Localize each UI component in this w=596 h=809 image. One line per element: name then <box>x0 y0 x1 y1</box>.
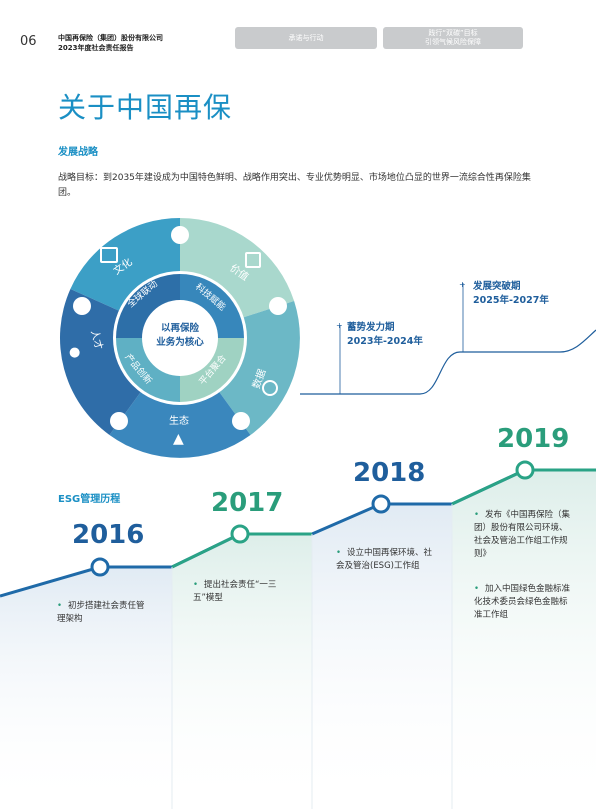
document-icon <box>245 252 261 268</box>
page-title: 关于中国再保 <box>58 91 233 124</box>
people-icon: ● <box>69 345 81 360</box>
tab2-line-1: 践行“双碳”目标 <box>428 29 478 37</box>
phase-1-name: 蓄势发力期 <box>347 322 395 333</box>
wheel-inner-ring <box>113 271 247 405</box>
milestone-2019-item-2: •加入中国绿色金融标准化技术委员会绿色金融标准工作组 <box>474 584 571 620</box>
wheel-center-line-1: 以再保险 <box>160 323 199 334</box>
org-line-1: 中国再保险（集团）股份有限公司 <box>58 34 163 42</box>
bullet-dot: • <box>336 548 342 558</box>
strategy-text: 战略目标：到2035年建设成为中国特色鲜明、战略作用突出、专业优势明显、市场地位… <box>58 173 531 198</box>
phase-2: 发展突破期 2025年-2027年 <box>473 280 549 308</box>
year-2018: 2018 <box>353 458 426 488</box>
svg-text:+: + <box>459 280 466 289</box>
milestone-2017-marker <box>230 524 250 544</box>
tab-dual-carbon[interactable]: 践行“双碳”目标 引领气候风险保障 <box>383 27 523 49</box>
bullet-dot: • <box>474 584 480 594</box>
year-2017: 2017 <box>211 488 284 518</box>
svg-text:+: + <box>336 321 343 330</box>
bullet-dot: • <box>474 510 480 520</box>
wheel-center-line-2: 业务为核心 <box>156 337 204 348</box>
tab-commitment-action[interactable]: 承诺与行动 <box>235 27 377 49</box>
esg-title: ESG管理历程 <box>58 494 121 505</box>
org-line-2: 2023年度社会责任报告 <box>58 44 134 52</box>
milestone-2019-item-1: •发布《中国再保险（集团）股份有限公司环境、社会及管治工作组工作规则》 <box>474 510 571 559</box>
page-number: 06 <box>20 34 37 49</box>
milestone-2019-marker <box>515 460 535 480</box>
esg-timeline <box>0 460 596 809</box>
phase-1-years: 2023年-2024年 <box>347 336 423 347</box>
milestone-2017-item: •提出社会责任“一三五”模型 <box>193 580 277 603</box>
milestone-2016-item: •初步搭建社会责任管理架构 <box>57 601 145 624</box>
bullet-dot: • <box>193 580 199 590</box>
bullet-dot: • <box>57 601 63 611</box>
year-2016: 2016 <box>72 520 145 550</box>
milestone-2018-item: •设立中国再保环境、社会及管治(ESG)工作组 <box>336 548 433 571</box>
tab2-line-2: 引领气候风险保障 <box>425 38 481 46</box>
phase-1: 蓄势发力期 2023年-2024年 <box>347 321 423 349</box>
phase-2-name: 发展突破期 <box>473 281 521 292</box>
milestone-2018-marker <box>371 494 391 514</box>
phase-chart: + + <box>300 280 596 395</box>
globe-icon <box>262 380 278 396</box>
milestone-2016-marker <box>90 557 110 577</box>
phase-2-years: 2025年-2027年 <box>473 295 549 306</box>
outer-ecology: 生态 <box>169 416 189 427</box>
section-title: 发展战略 <box>58 147 98 158</box>
book-icon <box>100 247 118 263</box>
year-2019: 2019 <box>497 424 570 454</box>
wheel-center-text: 以再保险 业务为核心 <box>137 322 223 350</box>
report-org-name: 中国再保险（集团）股份有限公司 2023年度社会责任报告 <box>58 33 163 53</box>
tree-icon: ▲ <box>173 431 184 447</box>
